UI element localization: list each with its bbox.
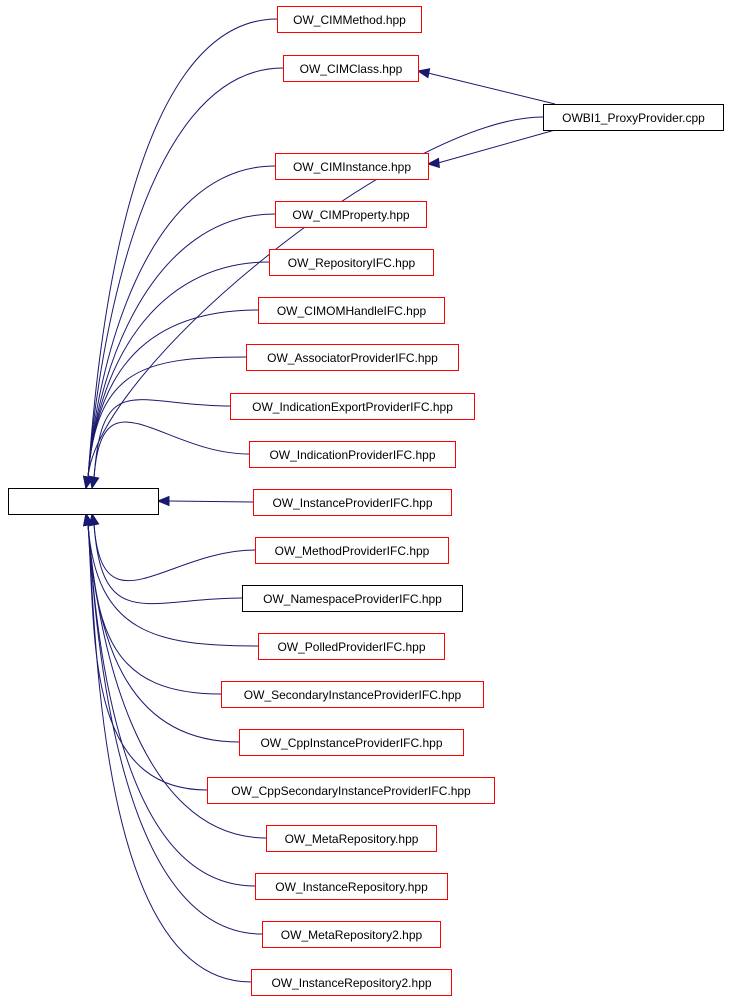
edge-associatorproviderifc-to-wbemflags [87, 356, 247, 479]
node-label-metarepository2: OW_MetaRepository2.hpp [281, 928, 423, 942]
node-metarepository2[interactable]: OW_MetaRepository2.hpp [262, 921, 441, 948]
node-box-cimomhandleifc [258, 297, 445, 324]
node-label-cimomhandleifc: OW_CIMOMHandleIFC.hpp [277, 304, 427, 318]
arrowhead-indicationproviderifc-to-wbemflags [89, 475, 100, 490]
arrowhead-instancerepository2-to-wbemflags [83, 512, 94, 527]
node-box-methodproviderifc [255, 537, 449, 564]
node-label-methodproviderifc: OW_MethodProviderIFC.hpp [275, 544, 430, 558]
edges-layer [83, 18, 556, 983]
node-box-instancerepository [255, 873, 448, 900]
edge-cppinstanceproviderifc-to-wbemflags [87, 523, 240, 743]
node-polledproviderifc[interactable]: OW_PolledProviderIFC.hpp [258, 633, 445, 660]
edge-methodproviderifc-to-wbemflags [93, 523, 256, 582]
nodes-layer: OW_WBEMFlags.hpp OW_CIMMethod.hppOW_CIMCl… [8, 6, 724, 996]
edge-ciminstance-to-wbemflags [87, 165, 276, 479]
node-label-instancerepository: OW_InstanceRepository.hpp [275, 880, 428, 894]
node-box-metarepository [266, 825, 437, 852]
edge-metarepository-to-wbemflags [87, 523, 267, 839]
node-methodproviderifc[interactable]: OW_MethodProviderIFC.hpp [255, 537, 449, 564]
node-instancerepository2[interactable]: OW_InstanceRepository2.hpp [251, 969, 452, 996]
edge-instanceproviderifc-to-wbemflags [168, 500, 254, 503]
node-box-metarepository2 [262, 921, 441, 948]
edge-proxyprovider-to-ciminstance [437, 129, 556, 164]
node-ciminstance[interactable]: OW_CIMInstance.hpp [275, 153, 429, 180]
node-cimproperty[interactable]: OW_CIMProperty.hpp [275, 201, 427, 228]
edge-indicationexportproviderifc-to-wbemflags [93, 399, 231, 479]
edge-metarepository2-to-wbemflags [87, 523, 263, 935]
node-box-instancerepository2 [251, 969, 452, 996]
arrowhead-proxyprovider-to-cimclass [416, 68, 431, 79]
node-box-repositoryifc [269, 249, 434, 276]
node-instanceproviderifc[interactable]: OW_InstanceProviderIFC.hpp [253, 489, 452, 516]
edge-namespaceproviderifc-to-wbemflags [93, 523, 243, 605]
node-wbemflags: OW_WBEMFlags.hpp [8, 488, 159, 515]
node-label-metarepository: OW_MetaRepository.hpp [285, 832, 419, 846]
node-box-cppsecondaryinstanceproviderifc [207, 777, 495, 804]
node-label-ciminstance: OW_CIMInstance.hpp [293, 160, 411, 174]
edge-polledproviderifc-to-wbemflags [87, 523, 259, 647]
node-label-cimproperty: OW_CIMProperty.hpp [292, 208, 409, 222]
node-label-cimmethod: OW_CIMMethod.hpp [293, 13, 406, 27]
node-box-namespaceproviderifc [242, 585, 463, 612]
node-secondaryinstanceproviderifc[interactable]: OW_SecondaryInstanceProviderIFC.hpp [221, 681, 484, 708]
edge-proxyprovider-to-wbemflags [87, 116, 544, 479]
edge-cppsecondaryinstanceproviderifc-to-wbemflags [87, 523, 208, 791]
node-label-namespaceproviderifc: OW_NamespaceProviderIFC.hpp [263, 592, 442, 606]
node-label-polledproviderifc: OW_PolledProviderIFC.hpp [277, 640, 425, 654]
node-box-secondaryinstanceproviderifc [221, 681, 484, 708]
node-box-wbemflags [8, 488, 159, 515]
node-label-indicationexportproviderifc: OW_IndicationExportProviderIFC.hpp [252, 400, 453, 414]
node-box-proxyprovider [543, 104, 724, 131]
node-label-cppsecondaryinstanceproviderifc: OW_CppSecondaryInstanceProviderIFC.hpp [231, 784, 471, 798]
node-box-cimmethod [277, 6, 422, 33]
node-box-cimclass [283, 55, 419, 82]
edge-repositoryifc-to-wbemflags [87, 261, 270, 479]
node-indicationexportproviderifc[interactable]: OW_IndicationExportProviderIFC.hpp [230, 393, 475, 420]
node-cppsecondaryinstanceproviderifc[interactable]: OW_CppSecondaryInstanceProviderIFC.hpp [207, 777, 495, 804]
node-repositoryifc[interactable]: OW_RepositoryIFC.hpp [269, 249, 434, 276]
node-cimomhandleifc[interactable]: OW_CIMOMHandleIFC.hpp [258, 297, 445, 324]
node-label-wbemflags: OW_WBEMFlags.hpp [25, 495, 143, 509]
edge-proxyprovider-to-cimclass [427, 72, 556, 105]
node-instancerepository[interactable]: OW_InstanceRepository.hpp [255, 873, 448, 900]
node-box-associatorproviderifc [246, 344, 459, 371]
node-cimclass[interactable]: OW_CIMClass.hpp [283, 55, 419, 82]
node-label-repositoryifc: OW_RepositoryIFC.hpp [288, 256, 416, 270]
node-box-indicationexportproviderifc [230, 393, 475, 420]
arrowhead-instanceproviderifc-to-wbemflags [156, 495, 170, 507]
node-label-associatorproviderifc: OW_AssociatorProviderIFC.hpp [267, 351, 438, 365]
node-metarepository[interactable]: OW_MetaRepository.hpp [266, 825, 437, 852]
arrowhead-proxyprovider-to-ciminstance [426, 157, 440, 169]
node-box-cimproperty [275, 201, 427, 228]
node-label-instanceproviderifc: OW_InstanceProviderIFC.hpp [272, 496, 432, 510]
node-indicationproviderifc[interactable]: OW_IndicationProviderIFC.hpp [249, 441, 456, 468]
node-box-indicationproviderifc [249, 441, 456, 468]
node-box-ciminstance [275, 153, 429, 180]
edge-indicationproviderifc-to-wbemflags [93, 421, 250, 479]
node-label-proxyprovider: OWBI1_ProxyProvider.cpp [562, 111, 705, 125]
node-box-polledproviderifc [258, 633, 445, 660]
node-proxyprovider: OWBI1_ProxyProvider.cpp [543, 104, 724, 131]
node-label-instancerepository2: OW_InstanceRepository2.hpp [271, 976, 431, 990]
node-label-cimclass: OW_CIMClass.hpp [300, 62, 403, 76]
edge-secondaryinstanceproviderifc-to-wbemflags [87, 523, 222, 695]
edge-cimclass-to-wbemflags [87, 67, 284, 479]
edge-instancerepository2-to-wbemflags [87, 523, 252, 983]
node-label-indicationproviderifc: OW_IndicationProviderIFC.hpp [269, 448, 435, 462]
node-associatorproviderifc[interactable]: OW_AssociatorProviderIFC.hpp [246, 344, 459, 371]
node-namespaceproviderifc: OW_NamespaceProviderIFC.hpp [242, 585, 463, 612]
node-box-cppinstanceproviderifc [239, 729, 464, 756]
node-label-secondaryinstanceproviderifc: OW_SecondaryInstanceProviderIFC.hpp [244, 688, 462, 702]
node-box-instanceproviderifc [253, 489, 452, 516]
node-cimmethod[interactable]: OW_CIMMethod.hpp [277, 6, 422, 33]
node-label-cppinstanceproviderifc: OW_CppInstanceProviderIFC.hpp [260, 736, 442, 750]
node-cppinstanceproviderifc[interactable]: OW_CppInstanceProviderIFC.hpp [239, 729, 464, 756]
